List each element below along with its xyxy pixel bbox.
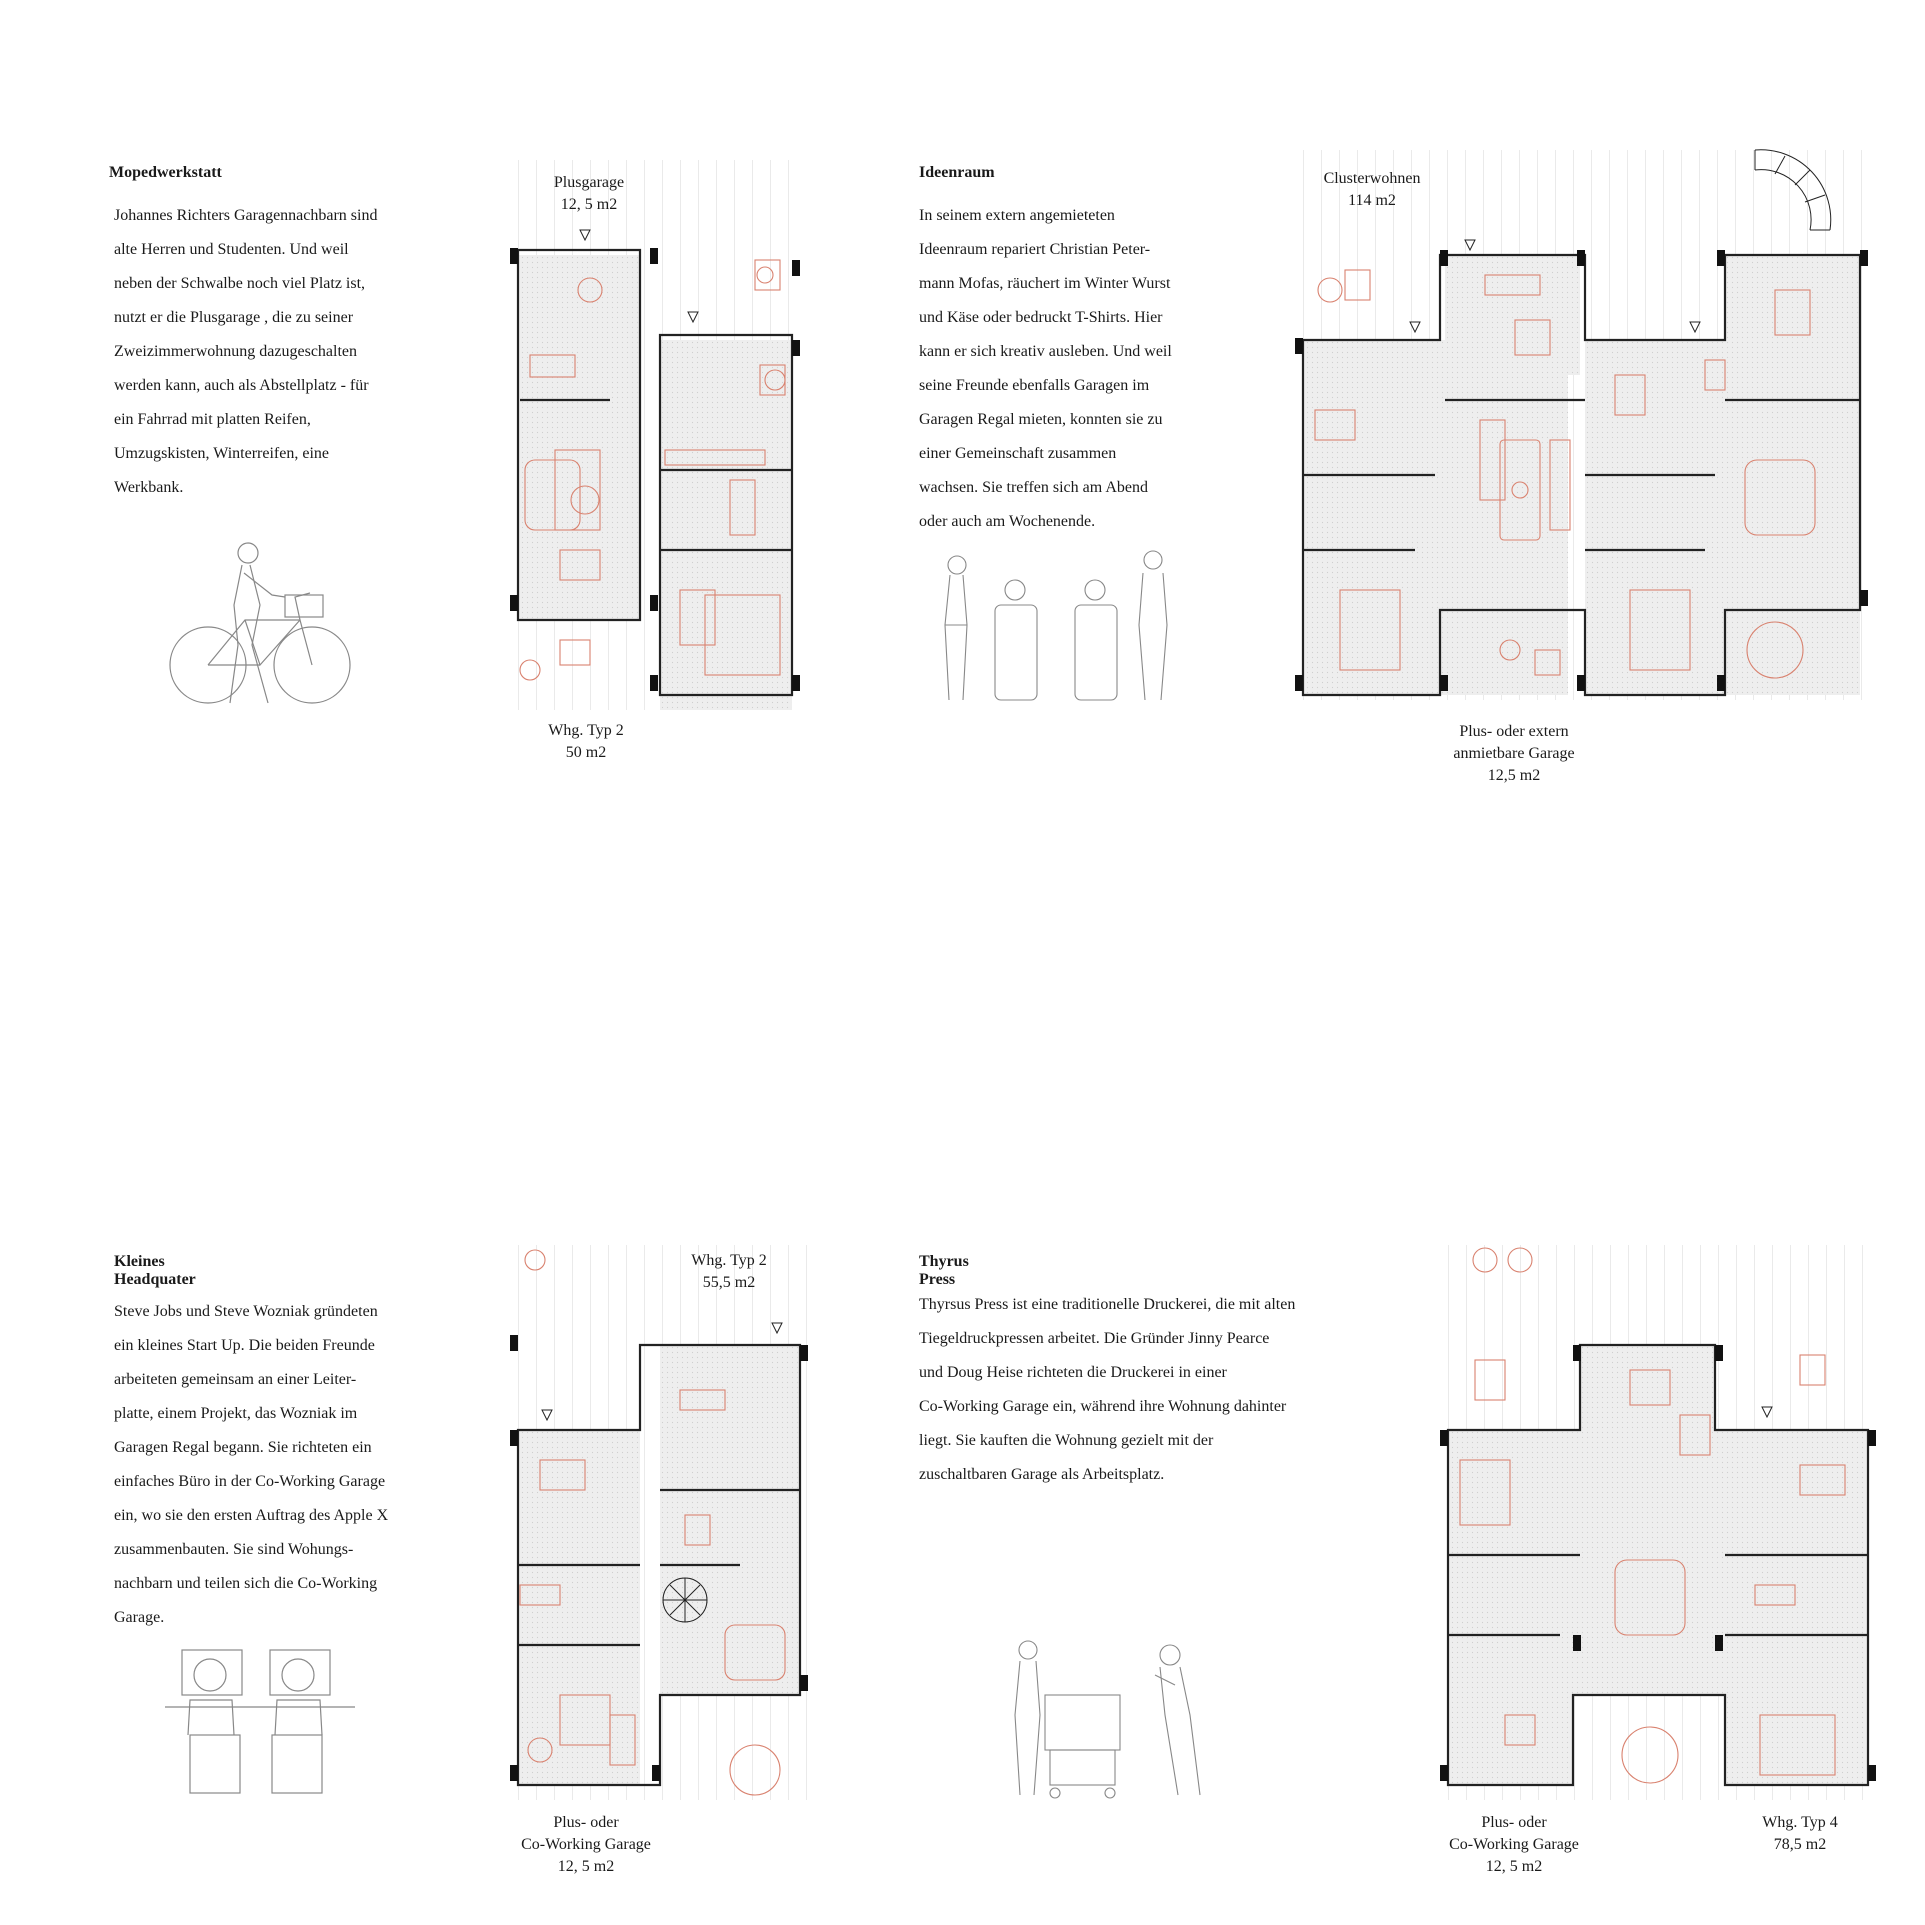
text-line: Ideenraum repariert Christian Peter-: [919, 241, 1151, 258]
label-line: 78,5 m2: [1773, 1836, 1827, 1853]
text-line: ein kleines Start Up. Die beiden Freunde: [114, 1337, 375, 1354]
text-line: platte, einem Projekt, das Wozniak im: [114, 1405, 358, 1422]
section-description: Johannes Richters Garagennachbarn sind a…: [114, 199, 377, 505]
label-line: 50 m2: [565, 744, 607, 761]
text-line: mann Mofas, räuchert im Winter Wurst: [919, 275, 1171, 292]
label-line: 12, 5 m2: [1485, 1858, 1543, 1875]
label-line: 55,5 m2: [702, 1274, 756, 1291]
label-line: 12, 5 m2: [560, 196, 618, 213]
label-line: Co-Working Garage: [521, 1836, 651, 1853]
label-line: Whg. Typ 2: [548, 722, 624, 739]
text-line: Werkbank.: [114, 479, 184, 496]
text-line: einfaches Büro in der Co-Working Garage: [114, 1473, 386, 1490]
label-line: Plus- oder: [553, 1814, 619, 1831]
floor-plan: [1440, 1245, 1880, 1800]
printers-illustration: [1014, 1640, 1201, 1799]
text-line: zuschaltbaren Garage als Arbeitsplatz.: [919, 1466, 1165, 1483]
section-description: Steve Jobs und Steve Wozniak gründeten e…: [114, 1295, 388, 1635]
text-line: und Käse oder bedruckt T-Shirts. Hier: [919, 309, 1163, 326]
workers-illustration: [165, 1649, 355, 1794]
section-title: Kleines Headquater: [114, 1253, 196, 1288]
text-line: alte Herren und Studenten. Und weil: [114, 241, 349, 258]
text-line: kann er sich kreativ ausleben. Und weil: [919, 343, 1172, 360]
label-line: Whg. Typ 4: [1762, 1814, 1838, 1831]
text-line: ein, wo sie den ersten Auftrag des Apple…: [114, 1507, 389, 1524]
plan-label-bottom: Plus- oder Co-Working Garage 12, 5 m2: [521, 1812, 651, 1878]
label-line: Clusterwohnen: [1323, 170, 1421, 187]
label-line: 114 m2: [1348, 192, 1396, 209]
text-line: liegt. Sie kauften die Wohnung gezielt m…: [919, 1432, 1214, 1449]
text-line: nachbarn und teilen sich die Co-Working: [114, 1575, 378, 1592]
text-line: werden kann, auch als Abstellplatz - für: [114, 377, 369, 394]
section-description: Thyrsus Press ist eine traditionelle Dru…: [919, 1288, 1295, 1492]
plan-label-bottom: Whg. Typ 2 50 m2: [548, 720, 623, 764]
plan-label-top: Whg. Typ 2 55,5 m2: [691, 1250, 766, 1294]
text-line: In seinem extern angemieteten: [919, 207, 1115, 224]
text-line: zusammenbauten. Sie sind Wohungs-: [114, 1541, 354, 1558]
floor-plan: [510, 1245, 810, 1800]
section-title: Mopedwerkstatt: [109, 164, 222, 181]
label-line: Whg. Typ 2: [691, 1252, 767, 1269]
text-line: seine Freunde ebenfalls Garagen im: [919, 377, 1150, 394]
text-line: Co-Working Garage ein, während ihre Wohn…: [919, 1398, 1287, 1415]
text-line: arbeiteten gemeinsam an einer Leiter-: [114, 1371, 357, 1388]
plan-label-top: Clusterwohnen 114 m2: [1324, 168, 1421, 212]
text-line: wachsen. Sie treffen sich am Abend: [919, 479, 1148, 496]
text-line: Garagen Regal begann. Sie richteten ein: [114, 1439, 372, 1456]
text-line: nutzt er die Plusgarage , die zu seiner: [114, 309, 354, 326]
text-line: Garage.: [114, 1609, 165, 1626]
label-line: Plus- oder extern: [1459, 723, 1569, 740]
text-line: ein Fahrrad mit platten Reifen,: [114, 411, 311, 428]
text-line: Steve Jobs und Steve Wozniak gründeten: [114, 1303, 378, 1320]
text-line: Johannes Richters Garagennachbarn sind: [114, 207, 378, 224]
floor-plan: [1295, 149, 1875, 700]
text-line: Thyrsus Press ist eine traditionelle Dru…: [919, 1296, 1296, 1313]
people-illustration: [944, 550, 1168, 701]
label-line: anmietbare Garage: [1453, 745, 1575, 762]
label-line: Co-Working Garage: [1449, 1836, 1579, 1853]
cyclist-illustration: [169, 542, 351, 704]
text-line: Garagen Regal mieten, konnten sie zu: [919, 411, 1163, 428]
label-line: 12,5 m2: [1487, 767, 1541, 784]
plan-label-bottom: Plus- oder extern anmietbare Garage 12,5…: [1453, 721, 1574, 787]
text-line: Tiegeldruckpressen arbeitet. Die Gründer…: [919, 1330, 1270, 1347]
label-line: 12, 5 m2: [557, 1858, 615, 1875]
plan-label-left: Plus- oder Co-Working Garage 12, 5 m2: [1449, 1812, 1579, 1878]
label-line: Plus- oder: [1481, 1814, 1547, 1831]
text-line: einer Gemeinschaft zusammen: [919, 445, 1117, 462]
label-line: Plusgarage: [553, 174, 625, 191]
plan-label-right: Whg. Typ 4 78,5 m2: [1762, 1812, 1837, 1856]
section-description: In seinem extern angemieteten Ideenraum …: [919, 199, 1172, 539]
section-title: Ideenraum: [919, 164, 995, 181]
text-line: neben der Schwalbe noch viel Platz ist,: [114, 275, 366, 292]
text-line: Umzugskisten, Winterreifen, eine: [114, 445, 329, 462]
floor-plan: [510, 160, 800, 710]
text-line: und Doug Heise richteten die Druckerei i…: [919, 1364, 1227, 1381]
text-line: oder auch am Wochenende.: [919, 513, 1096, 530]
plan-label-top: Plusgarage 12, 5 m2: [554, 172, 624, 216]
section-title: Thyrus Press: [919, 1253, 969, 1288]
text-line: Zweizimmerwohnung dazugeschalten: [114, 343, 358, 360]
